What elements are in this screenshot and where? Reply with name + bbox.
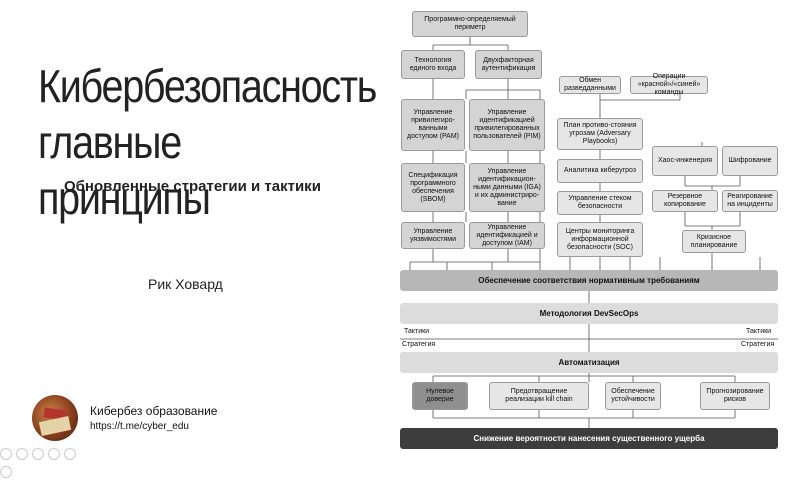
goal-bar: Снижение вероятности нанесения существен… (400, 428, 778, 449)
channel-name: Кибербез образование (90, 404, 218, 418)
compliance-bar: Обеспечение соответствия нормативным тре… (400, 270, 778, 291)
pam-box: Управление привилегиро-ванными доступом … (401, 99, 465, 151)
security-diagram: Программно-определяемый периметр Техноло… (400, 11, 778, 449)
iam-box: Управление идентификацией и доступом (IA… (469, 222, 545, 249)
kill-chain-box: Предотвращение реализации kill chain (489, 382, 589, 410)
incident-box: Реагирование на инциденты (722, 190, 778, 212)
title-line-2: главные принципы (38, 116, 211, 224)
tactics-label-right: Тактики (746, 328, 772, 335)
mfa-box: Двухфакторная аутентификация (475, 50, 542, 79)
resilience-box: Обеспечение устойчивости (605, 382, 661, 410)
automation-bar: Автоматизация (400, 352, 778, 373)
pim-box: Управление идентификацией привилегирован… (469, 99, 545, 151)
stack-box: Управление стеком безопасности (557, 191, 643, 215)
channel-avatar (32, 395, 78, 441)
connector-lines (400, 37, 778, 428)
strategy-label-left: Стратегия (402, 341, 436, 348)
intel-share-box: Обмен разведданными (559, 76, 621, 94)
perimeter-box: Программно-определяемый периметр (412, 11, 528, 37)
backup-box: Резервное копирование (652, 190, 718, 212)
sso-box: Технология единого входа (401, 50, 465, 79)
zero-trust-box: Нулевое доверие (412, 382, 468, 410)
devsecops-bar: Методология DevSecOps (400, 303, 778, 324)
slide-subtitle: Обновленные стратегии и тактики (64, 178, 321, 195)
intel-analytics-box: Аналитика киберугроз (557, 159, 643, 183)
crisis-box: Кризисное планирование (682, 230, 746, 253)
channel-link[interactable]: https://t.me/cyber_edu (90, 421, 189, 432)
tactics-label-left: Тактики (404, 328, 430, 335)
vuln-box: Управление уязвимостями (401, 222, 465, 249)
soc-box: Центры мониторинга информационной безопа… (557, 222, 643, 257)
chaos-box: Хаос-инженерия (652, 146, 718, 176)
adversary-box: План противо-стояния угрозам (Adversary … (557, 118, 643, 150)
red-blue-box: Операции «красной»/«синей» команды (630, 73, 708, 96)
title-line-1: Кибербезопасность (38, 60, 377, 112)
sbom-box: Спецификация программного обеспечения (S… (401, 163, 465, 212)
strategy-label-right: Стратегия (741, 341, 775, 348)
encryption-box: Шифрование (722, 146, 778, 176)
author-name: Рик Ховард (148, 276, 223, 292)
slide-title: Кибербезопасность главные принципы (38, 58, 377, 226)
risk-box: Прогнозирование рисков (700, 382, 770, 410)
iga-box: Управление идентификацион-ными данными (… (469, 163, 545, 212)
